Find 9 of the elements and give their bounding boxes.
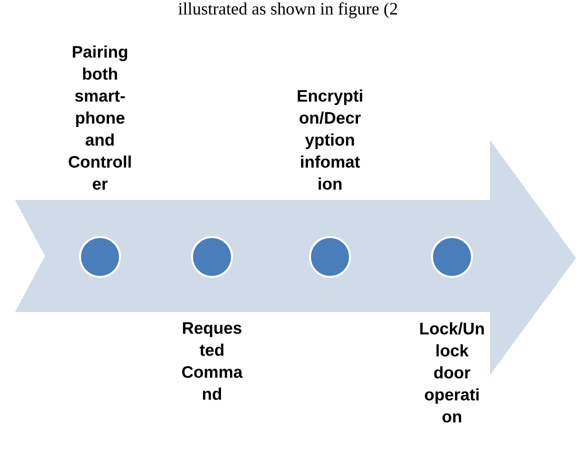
step-label: Reques ted Comma nd (182, 322, 243, 400)
step-label: Encrypti on/Decr yption infomat ion (298, 89, 362, 190)
dot-circle (79, 236, 121, 278)
dot-circle (431, 236, 473, 278)
step-label: Lock/Un lock door operati on (420, 322, 484, 422)
dot-circle (191, 236, 233, 278)
step-label: Pairing both smart- phone and Controll er (68, 45, 131, 190)
body-text: illustrated as shown in figure (2 (178, 2, 398, 18)
dot-circle (309, 236, 351, 278)
